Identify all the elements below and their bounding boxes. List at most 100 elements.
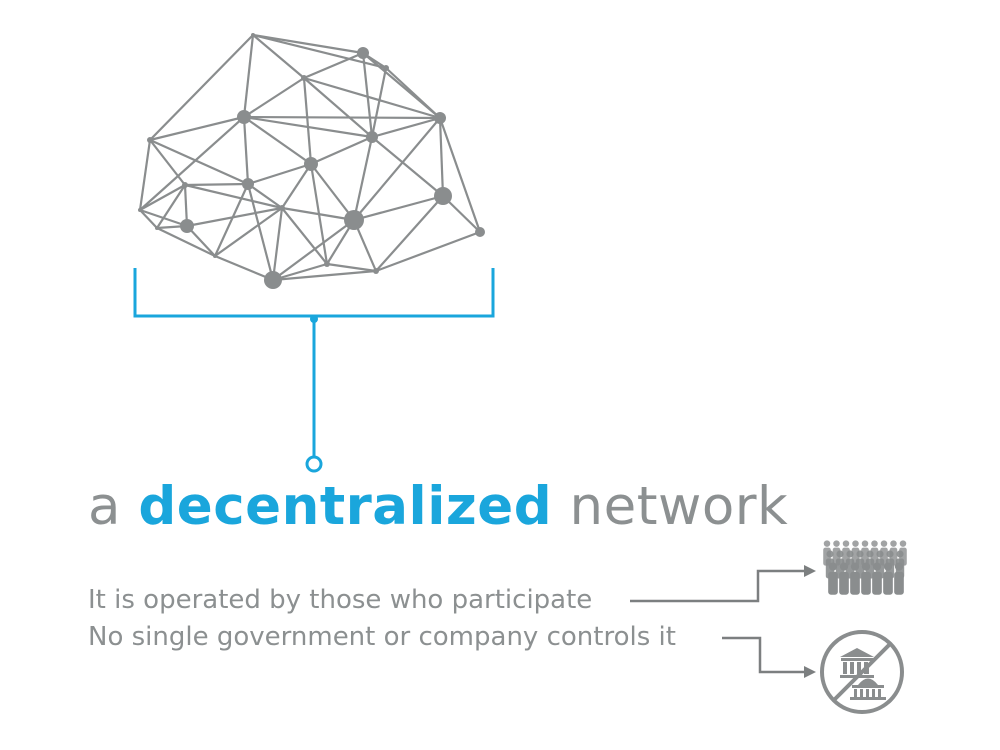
network-edge [272,219,355,281]
network-edge [156,184,186,229]
network-edge [139,184,186,211]
network-edge [139,208,188,228]
network-node [279,205,285,211]
bank-building-icon [840,648,874,678]
network-edge [149,139,186,186]
network-node [251,33,255,37]
prohibition-slash [832,642,892,702]
network-edge [281,207,328,265]
person-figure [872,562,882,595]
network-edge [139,209,158,229]
network-edge [310,135,373,166]
network-edge [353,117,441,221]
network-node [180,219,194,233]
arrow-1-head [804,565,816,577]
network-edge [214,254,274,282]
network-edge [247,183,283,209]
network-edge [149,115,245,142]
network-edge [375,230,481,273]
network-node [357,47,369,59]
network-edge [271,207,284,281]
capitol-building-icon [850,668,886,700]
network-node [304,157,318,171]
network-edge [184,183,283,210]
network-node [138,208,142,212]
network-edge [156,227,216,257]
network-node [301,75,307,81]
network-edge [371,116,441,139]
person-figure [861,562,871,595]
network-edge [385,67,441,119]
network-mesh [138,33,485,289]
network-node [344,210,364,230]
network-edge [139,116,245,211]
network-edge [438,117,445,197]
headline-suffix: network [569,476,789,537]
network-edge [214,207,283,257]
network-node [237,110,251,124]
network-edge [272,262,328,282]
network-edge [214,183,249,257]
network-edge [303,77,373,138]
network-edge [243,115,373,139]
person-figure [883,562,893,595]
network-edge [310,163,355,221]
network-edge [326,262,377,273]
headline-emphasis: decentralized [138,476,553,537]
network-node [373,268,379,274]
network-edge [303,76,441,120]
prohibition-circle [820,630,904,714]
person-figure [894,562,904,595]
network-node [264,271,282,289]
network-edge [184,182,249,187]
network-edge [303,51,364,80]
headline-prefix: a [88,476,121,537]
statement-arrows [630,565,816,678]
network-edge [186,206,283,228]
person-figure [839,562,849,595]
network-edge [138,139,152,211]
network-edge [243,77,305,118]
network-edge [242,34,255,118]
network-edge [375,195,444,272]
network-edge [252,34,305,79]
person-figure [828,562,838,595]
network-edge [370,67,388,138]
network-node [366,131,378,143]
network-edge [272,269,377,282]
network-edge [247,162,312,186]
network-edge [352,136,374,221]
network-node [147,137,153,143]
network-node [213,254,217,258]
bracket-line [133,268,495,318]
network-node [182,182,188,188]
bracket [133,268,495,473]
network-node [242,178,254,190]
person-figure [850,562,860,595]
arrow-2-head [804,666,816,678]
network-edge [149,34,254,141]
network-node [155,226,159,230]
network-node [434,187,452,205]
network-node [475,227,485,237]
arrow-1 [630,569,806,603]
network-edge [371,136,444,197]
network-edge [361,52,374,138]
arrow-2 [722,636,806,674]
no-government-icon [820,630,904,714]
network-edge [353,194,444,222]
network-edge [246,183,275,281]
network-edge [252,33,364,55]
network-edge [438,117,482,233]
network-node [434,112,446,124]
network-node [324,261,330,267]
network-edge [281,163,312,209]
connector-end-circle [305,455,323,473]
statement-no-single-control: No single government or company controls… [88,622,676,652]
network-edge [149,138,249,186]
network-edge [243,115,441,120]
network-node [383,65,389,71]
network-edge [302,77,313,165]
crowd-icon [823,540,907,595]
